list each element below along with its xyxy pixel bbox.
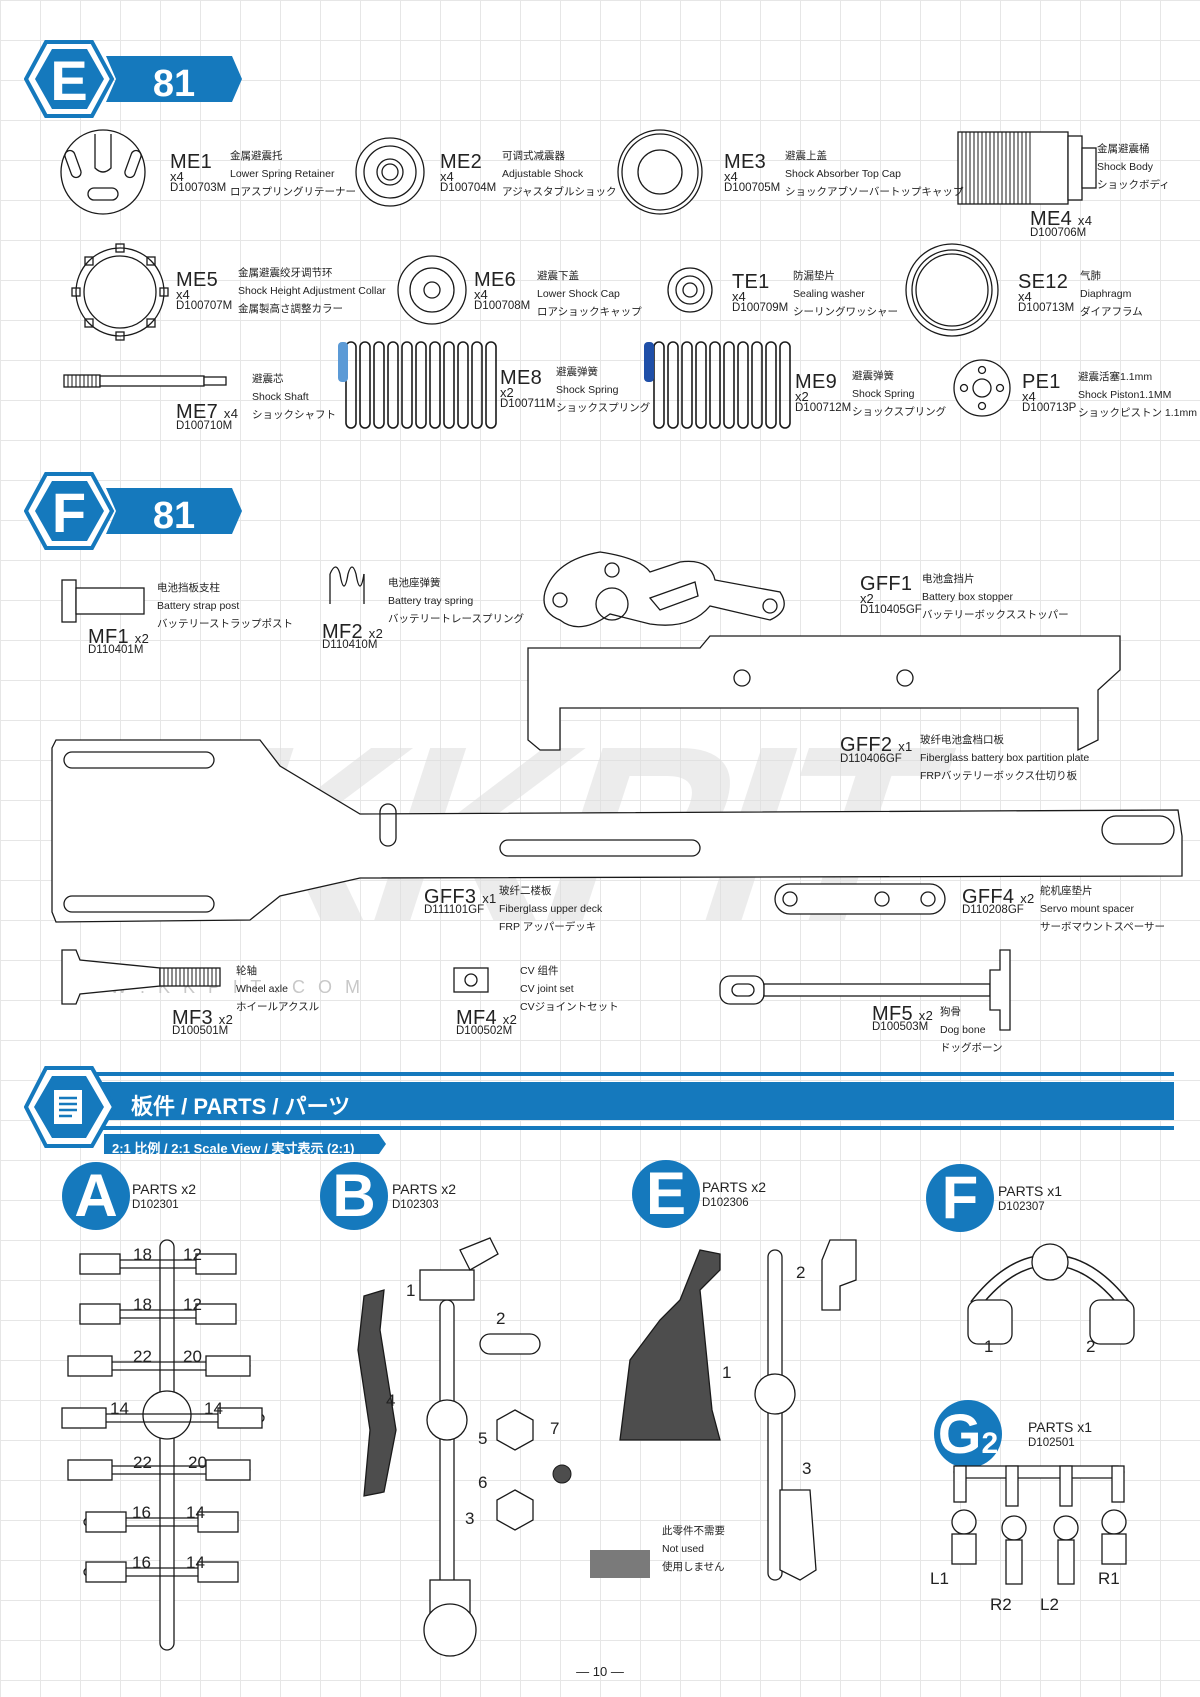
me5-drawing: [71, 243, 169, 341]
se12-drawing: [905, 243, 999, 337]
tree-g-code: D102501: [1028, 1437, 1075, 1449]
mf5-drawing: [719, 949, 1011, 1031]
me8-spring-drawing: [338, 341, 497, 429]
tree-a-badge: A: [62, 1162, 130, 1230]
tree-g-parts: PARTS x1: [1028, 1419, 1093, 1435]
me3-drawing: [617, 129, 703, 215]
tree-a-parts: PARTS x2: [132, 1181, 197, 1197]
te1-drawing: [667, 267, 713, 313]
gff1-drawing: [543, 551, 785, 628]
gff2-drawing: [527, 635, 1121, 752]
tree-g-drawing: [951, 1465, 1127, 1585]
tree-e-parts: PARTS x2: [702, 1179, 767, 1195]
svg-text:E: E: [50, 49, 87, 112]
page-number: — 10 —: [576, 1664, 624, 1679]
gff3-drawing: [51, 739, 1183, 923]
pe1-drawing: [953, 359, 1011, 417]
tree-b-parts: PARTS x2: [392, 1181, 457, 1197]
mf1-drawing: [61, 579, 145, 623]
mf2-drawing: [329, 566, 365, 604]
tree-b-code: D102303: [392, 1199, 439, 1211]
parts-banner: [24, 1066, 1174, 1154]
e-parts-drawings: [60, 129, 1097, 429]
mf4-drawing: [453, 967, 489, 993]
not-used-swatch: [590, 1550, 650, 1578]
tree-f-badge: F: [926, 1164, 994, 1232]
me7-drawing: [63, 374, 227, 388]
tree-e-badge: E: [632, 1160, 700, 1228]
parts-banner-scale: 2:1 比例 / 2:1 Scale View / 実寸表示 (2:1): [112, 1141, 355, 1156]
me9-spring-drawing: [644, 341, 791, 429]
mf3-drawing: [61, 949, 221, 1005]
tree-g-badge: G2: [934, 1400, 1002, 1468]
part-trees-drawing: [61, 1237, 1135, 1657]
tree-e-code: D102306: [702, 1197, 749, 1209]
me6-drawing: [397, 255, 467, 325]
svg-text:81: 81: [153, 63, 195, 105]
svg-text:F: F: [52, 481, 86, 544]
section-f-badge: F 81: [24, 472, 242, 550]
tree-a-code: D102301: [132, 1199, 179, 1211]
tree-b-drawing: [357, 1237, 572, 1657]
gff4-drawing: [774, 883, 946, 915]
tree-f-code: D102307: [998, 1201, 1045, 1213]
me4-drawing: [957, 131, 1097, 205]
document-icon: [54, 1090, 82, 1124]
tree-f-drawing: [967, 1243, 1135, 1345]
section-e-badge: E 81: [24, 40, 242, 118]
me2-drawing: [355, 137, 425, 207]
tree-b-badge: B: [320, 1162, 388, 1230]
tree-f-parts: PARTS x1: [998, 1183, 1063, 1199]
tree-a-drawing: [61, 1239, 265, 1651]
tree-e-drawing: [619, 1239, 857, 1581]
f-parts-drawings: [51, 551, 1183, 1031]
me1-drawing: [60, 129, 146, 215]
parts-banner-title: 板件 / PARTS / パーツ: [131, 1094, 351, 1119]
svg-text:81: 81: [153, 495, 195, 537]
